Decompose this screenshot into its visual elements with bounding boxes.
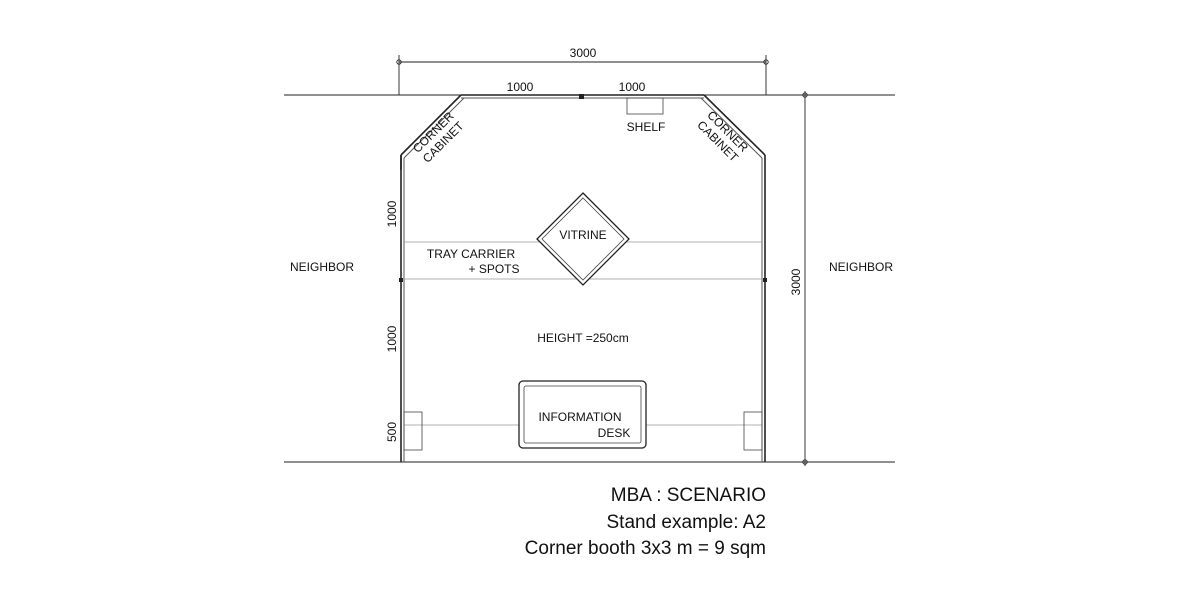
vitrine-label: VITRINE [559, 228, 606, 242]
right-total-dimension: 3000 [789, 91, 808, 466]
neighbor-right-label: NEIGHBOR [829, 260, 893, 274]
information-desk [518, 380, 647, 449]
left-lower-dimension-label: 500 [385, 422, 399, 442]
top-total-dimension-label: 3000 [570, 46, 597, 60]
caption-line3: Corner booth 3x3 m = 9 sqm [525, 538, 766, 559]
information-desk-label-line1: INFORMATION [538, 410, 621, 424]
tray-carrier-label-line1: TRAY CARRIER [427, 247, 516, 261]
front-right-unit [743, 411, 763, 451]
top-left-dimension-label: 1000 [507, 80, 534, 94]
tray-carrier-label-line2: + SPOTS [468, 262, 519, 276]
top-right-dimension-label: 1000 [619, 80, 646, 94]
left-upper-dimension-label: 1000 [385, 200, 399, 227]
right-wall [761, 155, 767, 462]
height-label: HEIGHT =250cm [537, 331, 628, 345]
corner-cabinet-right [700, 94, 766, 159]
caption-line1: MBA : SCENARIO [611, 485, 766, 506]
right-total-dimension-label: 3000 [789, 268, 803, 295]
shelf-label: SHELF [627, 120, 666, 134]
left-middle-dimension-label: 1000 [385, 325, 399, 352]
left-wall [399, 155, 405, 462]
vitrine [536, 192, 630, 286]
top-total-dimension: 3000 [396, 46, 769, 95]
neighbor-left-label: NEIGHBOR [290, 260, 354, 274]
front-left-unit [403, 411, 423, 451]
caption-line2: Stand example: A2 [607, 512, 767, 533]
back-wall [461, 94, 704, 99]
shelf [626, 97, 664, 115]
information-desk-label-line2: DESK [598, 426, 631, 440]
